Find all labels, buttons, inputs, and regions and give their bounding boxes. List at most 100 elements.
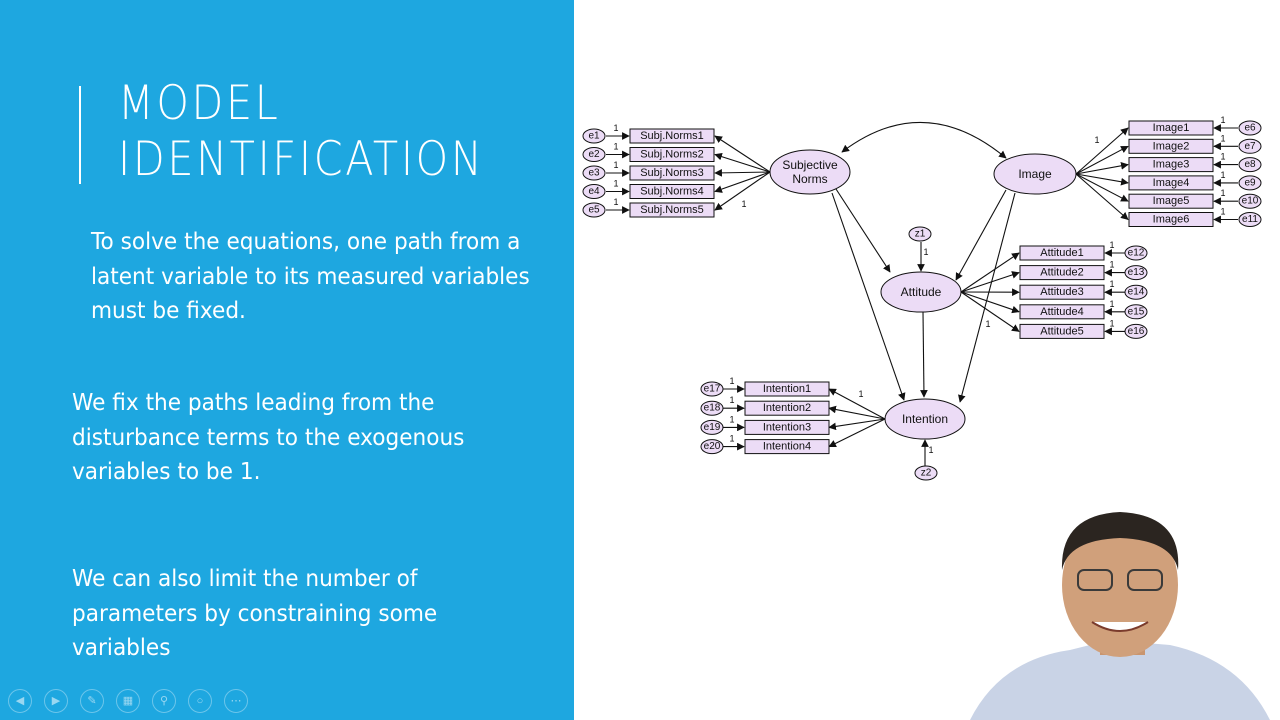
error-ellipse xyxy=(1238,175,1262,191)
error-ellipse xyxy=(1238,157,1262,173)
error-label: e6 xyxy=(1244,123,1256,134)
fixed-one: 1 xyxy=(1109,240,1114,250)
latent-ellipse xyxy=(993,153,1077,195)
indicator-label: Image1 xyxy=(1153,122,1190,134)
latent-label: Attitude xyxy=(901,285,942,299)
loading-sn-5 xyxy=(714,171,771,211)
path-sn-attitude xyxy=(835,188,891,273)
error-ellipse xyxy=(582,184,606,199)
pen-icon[interactable]: ✎ xyxy=(80,689,104,713)
indicator-label: Subj.Norms4 xyxy=(640,186,704,198)
latent-label: Norms xyxy=(792,172,827,186)
indicator-box xyxy=(629,202,715,218)
hair xyxy=(1061,512,1179,570)
loading-attitude-5 xyxy=(960,291,1020,332)
indicator-label: Subj.Norms3 xyxy=(640,167,704,179)
error-ellipse xyxy=(1124,245,1148,261)
loading-attitude-1 xyxy=(960,252,1020,293)
latent-ellipse xyxy=(880,271,962,313)
indicator-box xyxy=(744,439,830,455)
indicator-label: Attitude2 xyxy=(1040,267,1083,279)
indicator-label: Attitude5 xyxy=(1040,325,1083,337)
fixed-one: 1 xyxy=(1220,207,1225,217)
fixed-one: 1 xyxy=(923,247,928,257)
error-label: e4 xyxy=(588,186,600,197)
error-ellipse xyxy=(1124,304,1148,320)
error-ellipse xyxy=(700,381,724,397)
loading-attitude-4 xyxy=(960,291,1020,314)
error-label: e8 xyxy=(1244,159,1256,170)
glasses-right xyxy=(1127,569,1163,591)
pointer-icon[interactable]: ○ xyxy=(188,689,212,713)
indicator-box xyxy=(629,128,715,144)
zoom-icon[interactable]: ⚲ xyxy=(152,689,176,713)
loading-image-2 xyxy=(1075,145,1129,175)
loading-sn-1 xyxy=(714,135,771,173)
indicator-label: Image6 xyxy=(1153,214,1190,226)
error-label: e18 xyxy=(704,403,721,414)
indicator-box xyxy=(1019,245,1105,261)
fixed-one: 1 xyxy=(1094,135,1099,145)
error-ellipse xyxy=(582,165,606,181)
fixed-one: 1 xyxy=(613,142,618,152)
prev-icon[interactable]: ◀ xyxy=(8,689,32,713)
paths-layer xyxy=(606,121,1238,466)
error-ellipse xyxy=(582,147,606,162)
indicator-box xyxy=(1019,284,1105,300)
fixed-one: 1 xyxy=(1220,170,1225,180)
error-ellipse xyxy=(1238,138,1262,154)
indicator-label: Image3 xyxy=(1153,159,1190,171)
indicator-label: Attitude3 xyxy=(1040,286,1083,298)
fixed-one: 1 xyxy=(613,160,618,170)
slide-text-panel: MODEL IDENTIFICATION To solve the equati… xyxy=(0,0,574,720)
latent-label: Intention xyxy=(902,412,948,426)
error-label: e14 xyxy=(1128,287,1145,298)
fixed-one: 1 xyxy=(858,389,863,399)
error-label: e12 xyxy=(1128,248,1145,259)
error-label: e3 xyxy=(588,168,600,179)
latent-label: Subjective xyxy=(782,158,838,172)
indicator-box xyxy=(1128,193,1214,209)
latent-ellipse xyxy=(769,149,851,195)
smile xyxy=(1091,621,1149,632)
paragraph-fix-path: To solve the equations, one path from a … xyxy=(91,229,530,324)
slides-icon[interactable]: ▦ xyxy=(116,689,140,713)
loading-image-3 xyxy=(1075,162,1129,175)
fixed-one: 1 xyxy=(613,197,618,207)
error-ellipse xyxy=(582,128,606,144)
loading-image-1 xyxy=(1075,127,1129,175)
fixed-one: 1 xyxy=(613,179,618,189)
indicator-label: Intention3 xyxy=(763,421,811,433)
error-label: e10 xyxy=(1242,196,1259,207)
fixed-one: 1 xyxy=(1109,279,1114,289)
error-label: e7 xyxy=(1244,141,1256,152)
indicator-label: Attitude4 xyxy=(1040,306,1083,318)
error-ellipse xyxy=(1124,284,1148,300)
fixed-one: 1 xyxy=(729,395,734,405)
slide-title: MODEL IDENTIFICATION xyxy=(118,76,505,188)
indicator-label: Subj.Norms1 xyxy=(640,130,704,142)
more-icon[interactable]: ⋯ xyxy=(224,689,248,713)
loading-image-6 xyxy=(1075,173,1129,221)
disturbance-ellipse xyxy=(914,465,938,481)
error-ellipse xyxy=(1238,120,1262,136)
error-ellipse xyxy=(1124,265,1148,281)
title-accent-bar xyxy=(79,86,81,184)
error-label: e5 xyxy=(588,205,600,216)
loading-intention-4 xyxy=(828,418,886,448)
indicator-label: Image4 xyxy=(1153,177,1190,189)
title-line-1: MODEL xyxy=(118,76,281,131)
indicator-box xyxy=(1019,265,1105,281)
next-icon[interactable]: ▶ xyxy=(44,689,68,713)
paragraph-disturbance: We fix the paths leading from the distur… xyxy=(72,390,465,485)
covariance-sn-image xyxy=(841,121,1007,159)
fixed-one: 1 xyxy=(1220,133,1225,143)
fixed-one: 1 xyxy=(985,319,990,329)
loading-sn-2 xyxy=(714,152,771,173)
indicator-box xyxy=(629,147,715,162)
path-image-intention xyxy=(958,192,1016,403)
error-label: e2 xyxy=(588,149,600,160)
indicator-box xyxy=(1019,304,1105,320)
disturbance-label: z2 xyxy=(921,468,932,479)
indicator-box xyxy=(629,165,715,181)
